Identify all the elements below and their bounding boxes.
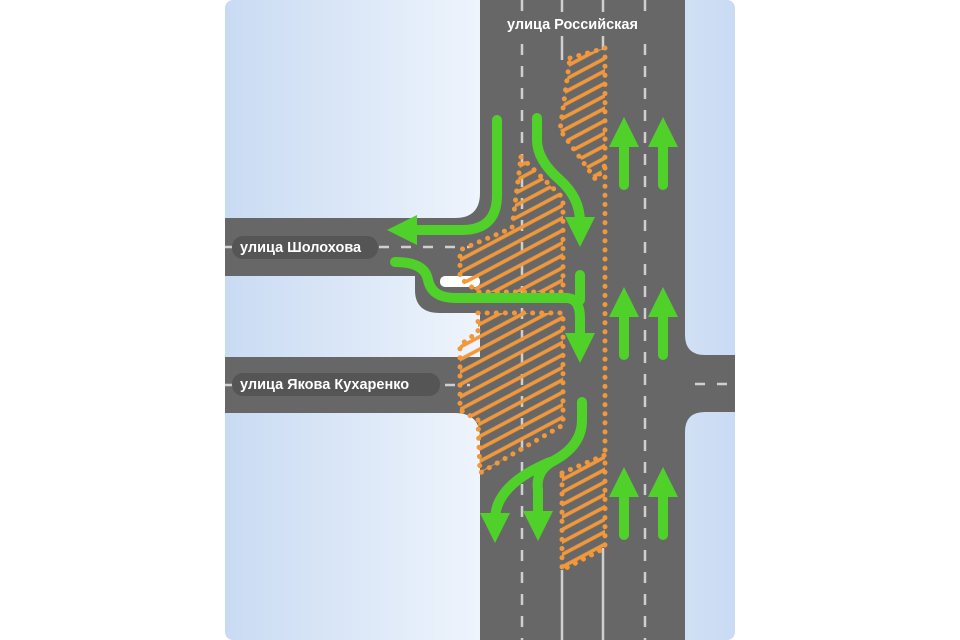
arrow-down-icon — [390, 257, 595, 363]
street-label-kukharenko: улица Якова Кухаренко — [240, 377, 409, 393]
hatch-zone-bottom — [559, 452, 608, 573]
hatch-zone-middle — [457, 154, 566, 295]
traffic-arrows — [387, 113, 678, 543]
hatch-zone-top — [557, 45, 608, 183]
label-bg — [232, 373, 440, 396]
arrow-down-icon — [480, 457, 555, 543]
label-bg — [232, 236, 378, 259]
label-bg — [500, 12, 662, 36]
arrow-left-turn-icon — [387, 115, 502, 245]
road-east-stub — [685, 335, 735, 432]
street-label-rossiyskaya: улица Российская — [507, 17, 638, 33]
arrow-down-icon — [523, 397, 587, 541]
street-label-sholokhova: улица Шолохова — [240, 240, 362, 256]
hatch-zone-lower — [457, 310, 566, 476]
hatched-zones — [457, 45, 608, 573]
arrow-down-icon — [532, 113, 595, 247]
